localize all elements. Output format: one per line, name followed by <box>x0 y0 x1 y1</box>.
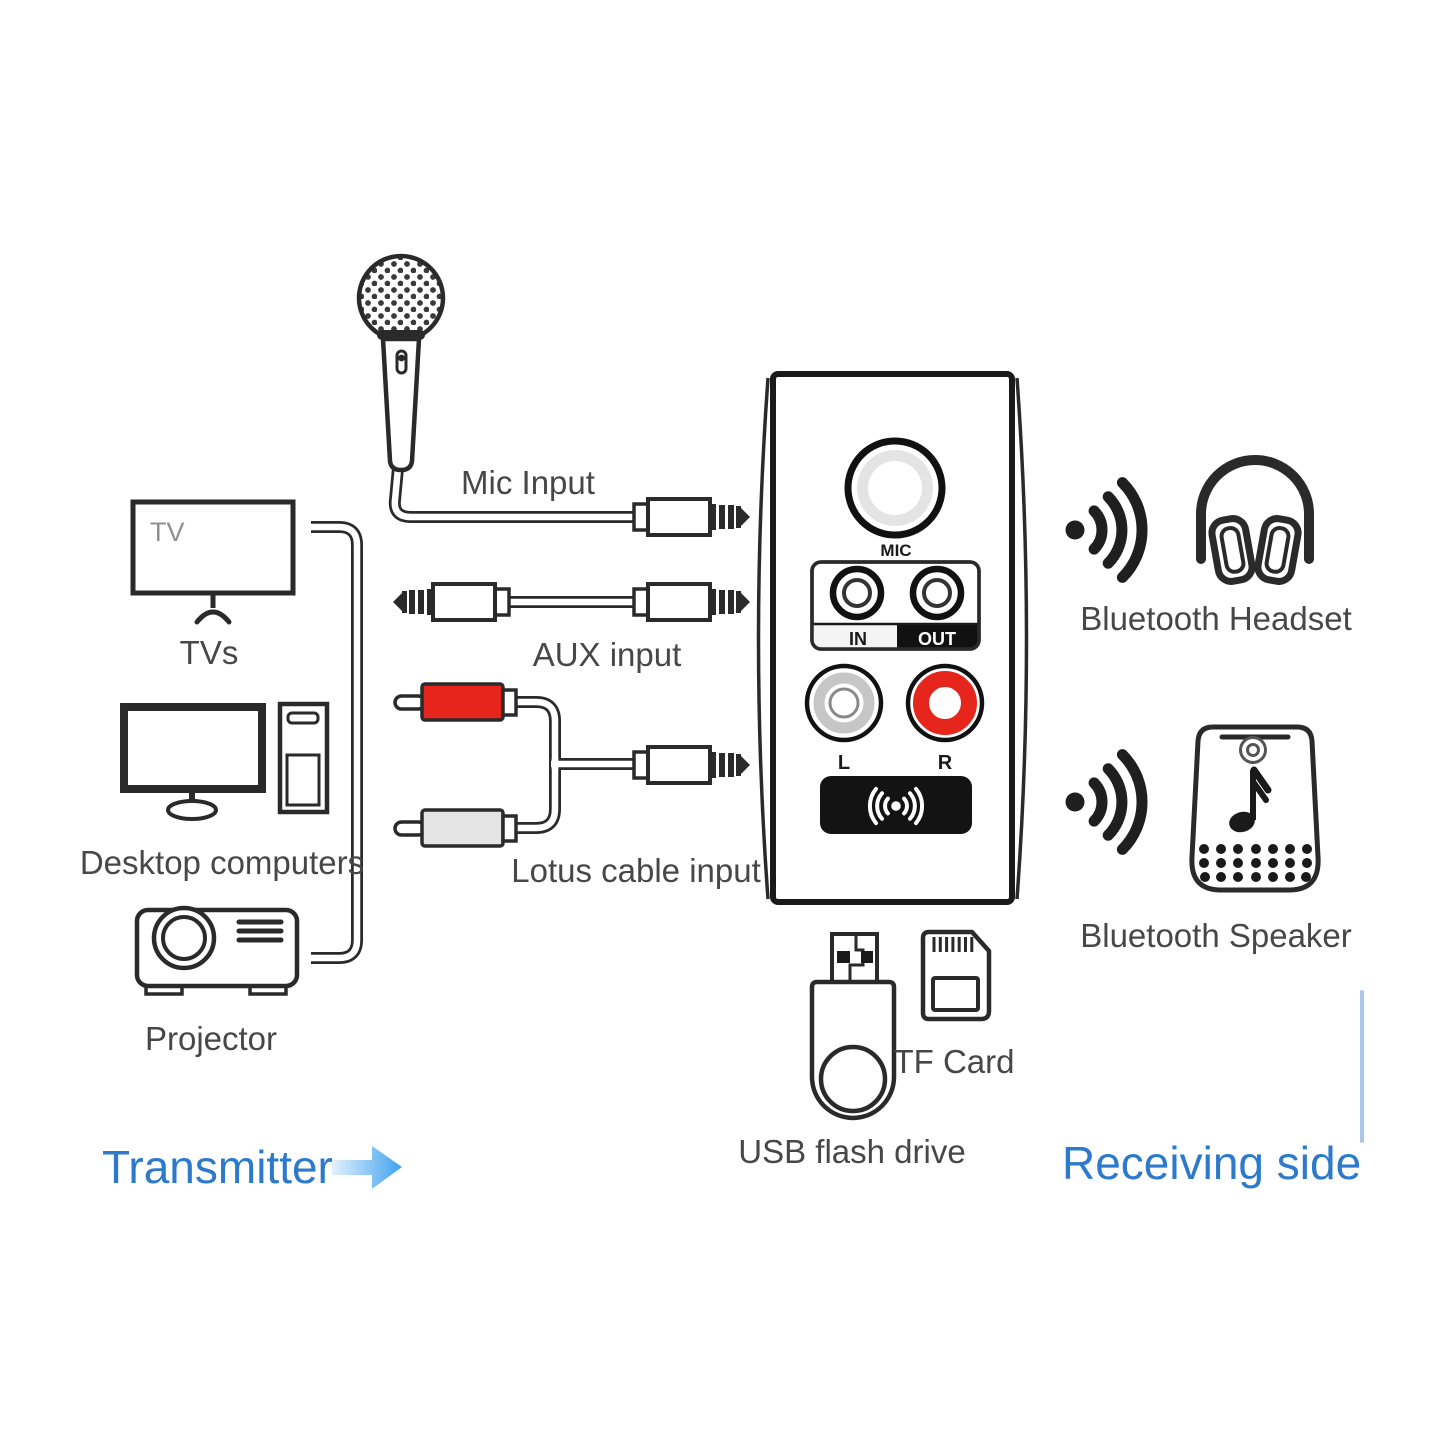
bluetooth-speaker-label: Bluetooth Speaker <box>1080 917 1352 954</box>
nfc-pad[interactable] <box>820 776 972 834</box>
pc-tower-icon <box>277 701 330 815</box>
rca-red-plug <box>420 682 505 722</box>
tf-card-icon <box>920 929 992 1022</box>
transmitter-heading: Transmitter <box>102 1141 333 1193</box>
cables <box>311 467 638 964</box>
receiving-side-heading: Receiving side <box>1062 1137 1361 1189</box>
wireless-waves-headset-icon <box>1066 483 1143 578</box>
in-out-panel: IN OUT <box>810 560 981 651</box>
tf-card-label: TF Card <box>893 1043 1014 1080</box>
usb-flash-drive-label: USB flash drive <box>738 1133 965 1170</box>
speaker-grille-dots <box>1199 844 1312 882</box>
in-label: IN <box>849 629 867 649</box>
wireless-waves-speaker-icon <box>1066 755 1143 850</box>
speaker-icon <box>1189 724 1321 893</box>
aux-out-jack[interactable] <box>909 565 965 621</box>
out-label: OUT <box>918 629 956 649</box>
lotus-cable-label: Lotus cable input <box>511 852 761 889</box>
nfc-waves-icon <box>867 786 925 826</box>
microphone-icon <box>356 253 446 473</box>
bluetooth-headset-label: Bluetooth Headset <box>1080 600 1352 637</box>
projector-label: Projector <box>145 1020 277 1057</box>
tv-icon: TV <box>130 499 296 625</box>
left-rca-label: L <box>838 752 850 774</box>
receiver-device: MIC IN OUT <box>756 371 1029 905</box>
music-note-icon <box>1229 766 1272 833</box>
desktop-computer-icon <box>120 701 330 821</box>
tvs-label: TVs <box>180 634 239 671</box>
rca-white-plug <box>420 808 505 848</box>
aux-input-label: AUX input <box>533 636 682 673</box>
transmitter-arrow-icon <box>332 1146 402 1189</box>
right-rca-label: R <box>938 752 953 774</box>
headphones-icon <box>1196 455 1314 585</box>
rca-cable-icon <box>393 682 752 848</box>
mic-input-label: Mic Input <box>461 464 595 501</box>
usb-flash-drive-icon <box>809 932 897 1121</box>
projector-icon <box>134 905 300 996</box>
mic-knob-label: MIC <box>880 541 911 560</box>
tv-screen-text: TV <box>150 517 185 547</box>
rca-jack-right[interactable] <box>905 663 985 743</box>
desktop-computers-label: Desktop computers <box>80 844 364 881</box>
rca-jack-left[interactable] <box>804 663 884 743</box>
mic-knob[interactable] <box>844 437 946 539</box>
aux-in-jack[interactable] <box>829 565 885 621</box>
mic-jack-plug <box>632 497 752 537</box>
